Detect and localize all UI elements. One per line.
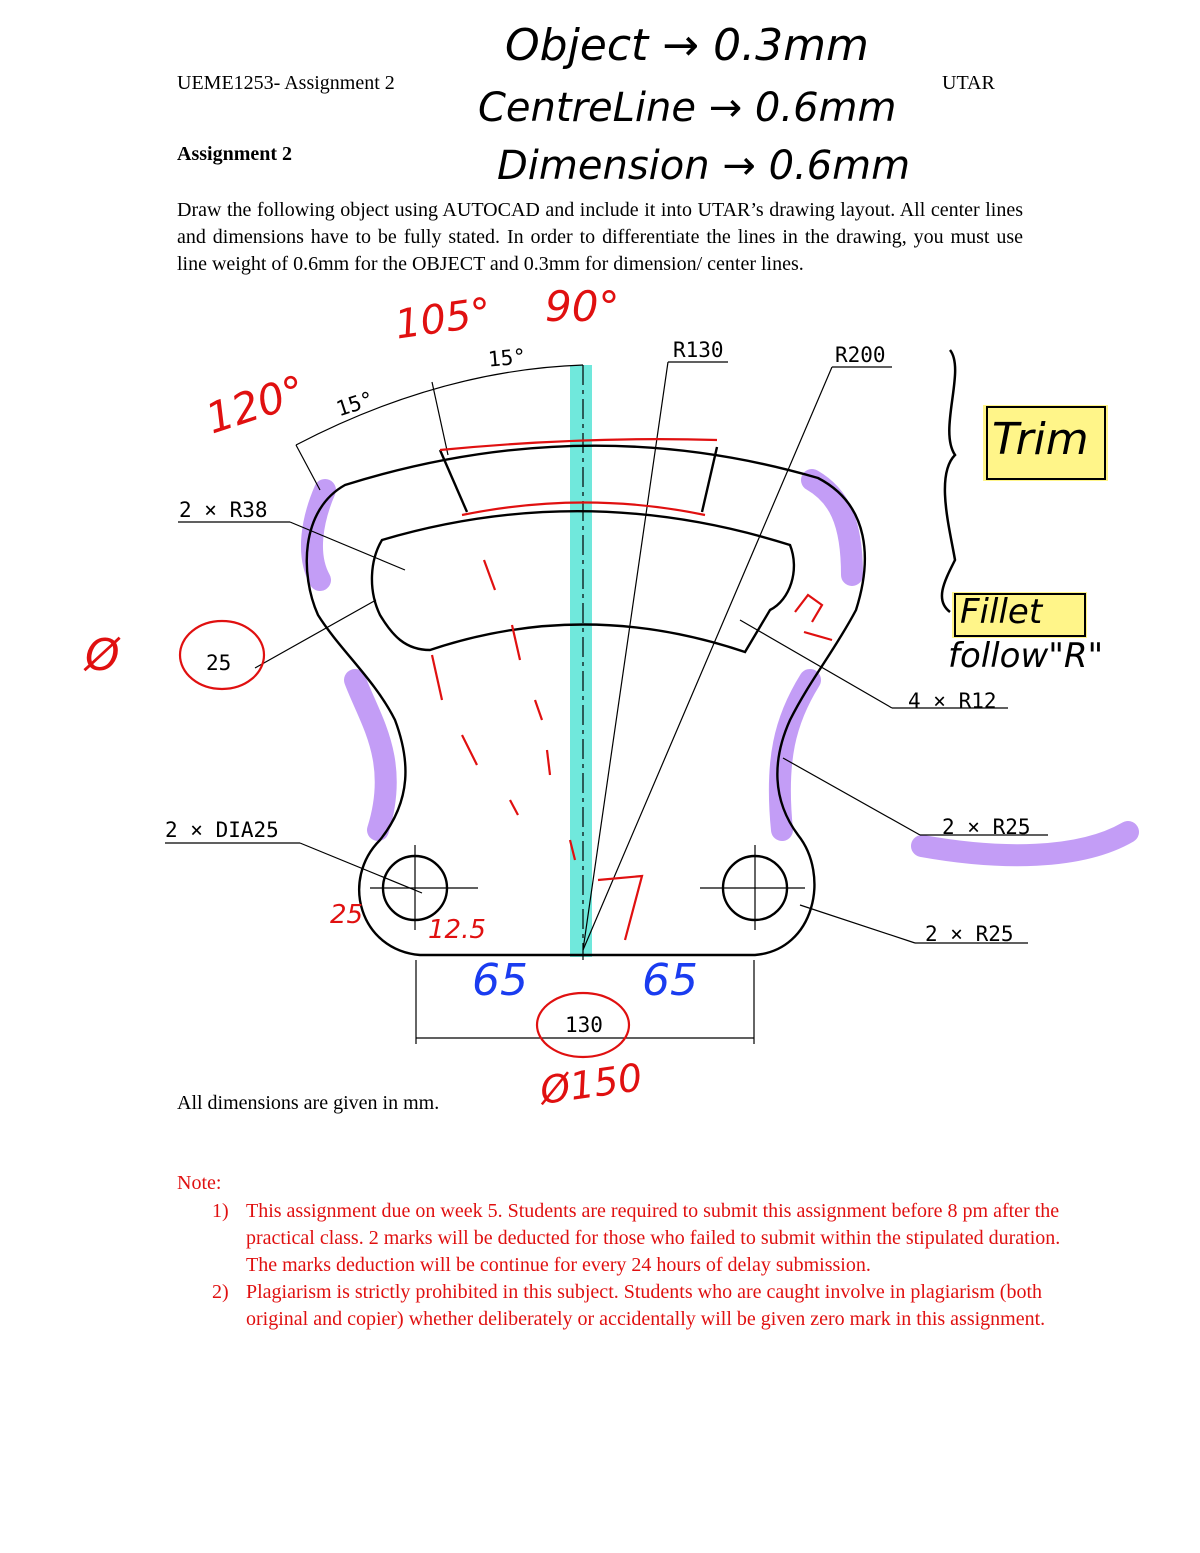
institution-header: UTAR — [942, 72, 995, 94]
handwritten-angle-90: 90° — [545, 282, 620, 331]
note-label: Note: — [177, 1172, 222, 1194]
angle-label-right: 15° — [487, 344, 527, 372]
trim-box — [986, 406, 1106, 480]
radius-label-r12: 4 × R12 — [908, 689, 997, 713]
instructions-paragraph: Draw the following object using AUTOCAD … — [177, 199, 1023, 275]
course-header: UEME1253- Assignment 2 — [177, 72, 395, 94]
handwritten-trim: Trim — [992, 414, 1089, 465]
note-list: 1) This assignment due on week 5. Studen… — [200, 1198, 1076, 1333]
handwritten-object-note: Object → 0.3mm — [505, 20, 869, 71]
fillet-box — [954, 593, 1086, 637]
handwritten-dimension-note: Dimension → 0.6mm — [497, 143, 911, 189]
note-text: This assignment due on week 5. Students … — [246, 1200, 1061, 1276]
fillet-highlight — [952, 592, 1087, 638]
handwritten-brace — [940, 349, 957, 613]
radius-label-r130: R130 — [673, 338, 724, 362]
note-item: 1) This assignment due on week 5. Studen… — [212, 1198, 1076, 1279]
note-number: 2) — [212, 1281, 229, 1303]
radius-label-r38: 2 × R38 — [179, 498, 268, 522]
handwritten-follow-r: follow"R" — [948, 636, 1104, 676]
radius-label-r200: R200 — [835, 343, 886, 367]
handwritten-12-5: 12.5 — [428, 915, 486, 945]
handwritten-diameter-mark: Ø — [85, 630, 120, 681]
handwritten-25: 25 — [330, 900, 364, 930]
fillet-highlights — [300, 469, 1139, 867]
handwritten-65-right: 65 — [642, 955, 698, 1006]
diameter-label-dia25: 2 × DIA25 — [165, 818, 279, 842]
width-label-130: 130 — [565, 1013, 603, 1037]
handwritten-fillet: Fillet — [960, 592, 1043, 632]
dimension-lines — [165, 361, 1048, 1044]
centre-lines — [370, 365, 805, 960]
handwritten-centreline-note: CentreLine → 0.6mm — [478, 85, 897, 131]
note-item: 2) Plagiarism is strictly prohibited in … — [212, 1279, 1076, 1333]
radius-label-r25-side: 2 × R25 — [942, 815, 1031, 839]
centre-line-highlight — [570, 365, 592, 957]
units-note: All dimensions are given in mm. — [177, 1092, 440, 1114]
radius-label-25: 25 — [206, 651, 232, 675]
red-construction-marks — [178, 438, 833, 1059]
assignment-title: Assignment 2 — [177, 143, 293, 165]
note-number: 1) — [212, 1200, 229, 1222]
trim-highlight — [983, 405, 1108, 481]
radius-label-r25-bottom: 2 × R25 — [925, 922, 1014, 946]
handwritten-65-left: 65 — [472, 955, 528, 1006]
note-text: Plagiarism is strictly prohibited in thi… — [246, 1281, 1046, 1330]
